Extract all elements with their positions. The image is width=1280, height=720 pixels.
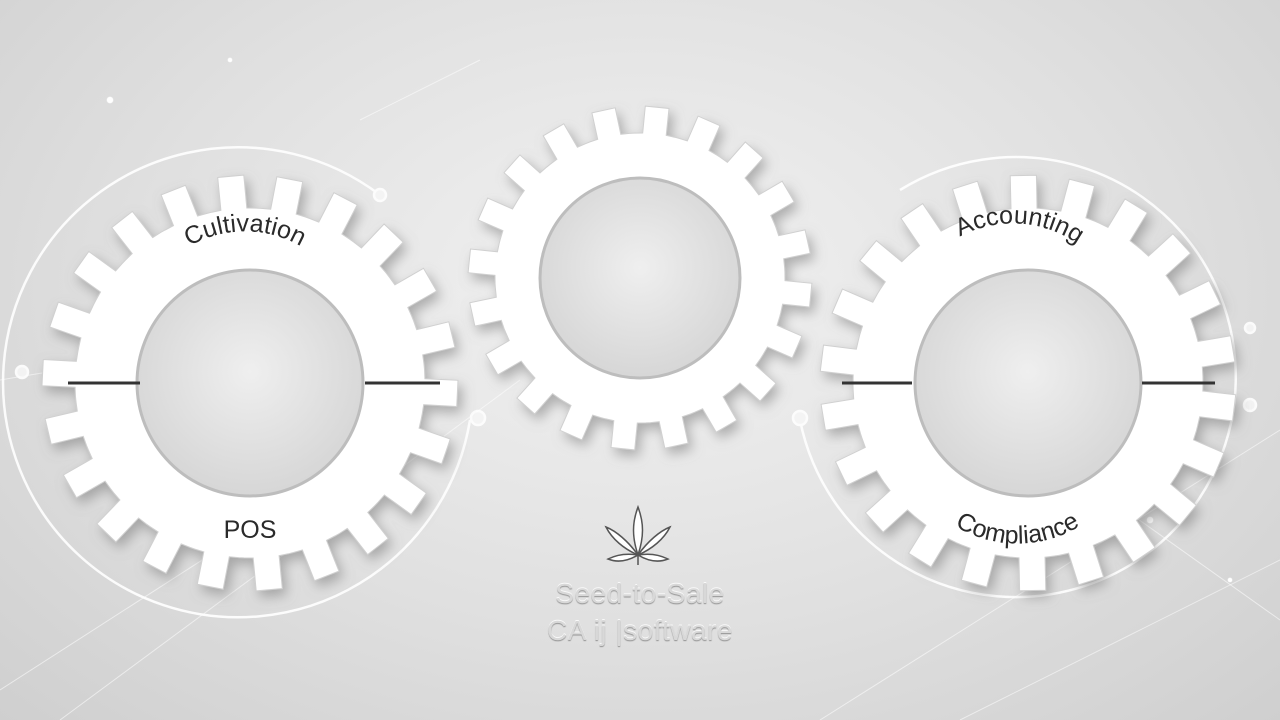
gear-hole — [135, 268, 365, 498]
gear-left — [41, 174, 459, 592]
caption-line-2: CA ij |software — [547, 615, 733, 646]
gear-right — [819, 174, 1237, 592]
cannabis-leaf-icon — [604, 504, 672, 565]
gear-hole — [538, 176, 742, 380]
caption-line-1: Seed-to-Sale — [555, 578, 725, 609]
gear-center — [467, 105, 813, 451]
gear-hole — [913, 268, 1143, 498]
gear-label-pos: POS — [224, 516, 277, 544]
